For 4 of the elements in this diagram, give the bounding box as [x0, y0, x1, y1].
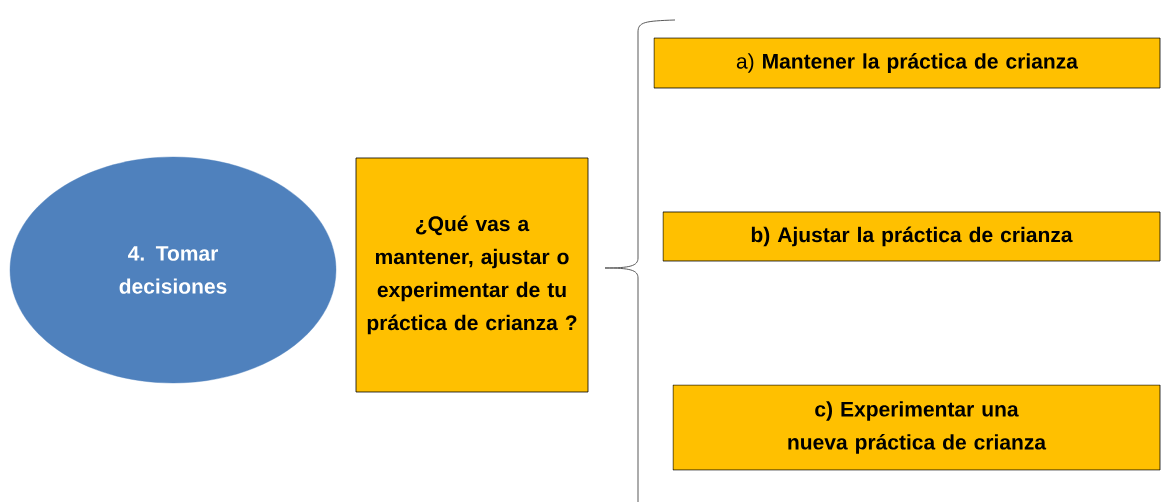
text-box: ¿Qué vas a mantener, ajustar o experimentar de tu práctica de crianza ? — [355, 157, 589, 393]
text-box: b) Ajustar la práctica de crianza — [662, 211, 1161, 262]
text-box: a) Mantener la práctica de crianza — [653, 37, 1161, 89]
text-box: c) Experimentar una nueva práctica de crianza — [672, 384, 1161, 471]
